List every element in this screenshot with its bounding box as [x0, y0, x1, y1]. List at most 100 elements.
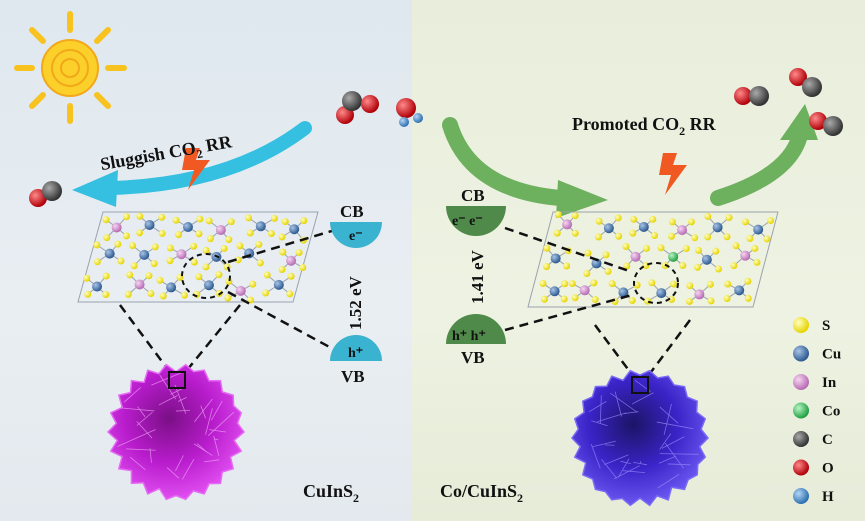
sulfur-atom [84, 290, 92, 298]
sulfur-atom [300, 217, 308, 225]
unit-cell-outline [77, 211, 319, 303]
copper-atom [139, 249, 150, 260]
sulfur-atom [693, 263, 701, 271]
indium-atom [677, 225, 688, 236]
sulfur-atom [668, 296, 676, 304]
promoted-arrow-in [442, 117, 568, 206]
indium-atom [562, 219, 573, 230]
facet-line [200, 405, 207, 419]
cuins2-nanoparticle [106, 363, 246, 501]
copper-atom [712, 222, 723, 233]
sulfur-atom [83, 274, 91, 282]
sluggish-arrowhead [72, 170, 118, 207]
sulfur-atom [103, 234, 111, 242]
sulfur-atom [633, 281, 641, 289]
sulfur-atom [583, 269, 591, 277]
sulfur-atom [630, 215, 638, 223]
facet-line [614, 391, 622, 417]
legend-label: Cu [822, 347, 841, 363]
sulfur-atom [202, 263, 210, 271]
facet-line [657, 474, 680, 489]
facet-line [207, 411, 235, 436]
sulfur-atom [156, 276, 164, 284]
sulfur-atom [644, 297, 652, 305]
sulfur-atom [715, 265, 723, 273]
sulfur-atom [136, 212, 144, 220]
sulfur-atom [614, 214, 622, 222]
sulfur-atom [136, 229, 144, 237]
sulfur-atom [691, 234, 699, 242]
facet-line [639, 461, 642, 464]
facet-line [130, 457, 146, 471]
sulfur-atom [234, 256, 242, 264]
co2-molecule [336, 91, 379, 124]
facet-line [117, 429, 156, 447]
sulfur-atom [732, 242, 740, 250]
indium-atom [694, 289, 705, 300]
cobalt-atom [668, 251, 679, 262]
sulfur-atom [279, 248, 287, 256]
sulfur-atom [158, 213, 166, 221]
sulfur-atom [236, 242, 244, 250]
facet-line [194, 398, 213, 423]
oxygen-atom-icon [793, 459, 809, 476]
legend-label: Co [822, 404, 840, 420]
sulfur-atom [628, 296, 636, 304]
sulfur-atom [190, 242, 198, 250]
copper-atom [203, 280, 214, 291]
copper-atom [734, 285, 745, 296]
right-vb-charge: h⁺ h⁺ [452, 329, 486, 344]
lattice-atoms [83, 212, 308, 304]
sulfur-atom [205, 217, 213, 225]
facet-line [125, 448, 156, 451]
copper-atom [753, 224, 764, 235]
sulfur-atom [584, 249, 592, 257]
co-molecule [734, 86, 769, 106]
facet-line [623, 411, 639, 414]
co-cuins2-nanoparticle [571, 369, 709, 507]
sulfur-atom [602, 251, 610, 259]
facet-line [661, 436, 685, 449]
sulfur-atom [594, 233, 602, 241]
facet-line [590, 444, 601, 469]
indium-atom [630, 251, 641, 262]
sulfur-atom [224, 294, 232, 302]
sulfur-atom [704, 212, 712, 220]
sulfur-atom [245, 214, 253, 222]
copper-atom-icon [793, 345, 809, 362]
unit-cell-outline [527, 211, 779, 308]
facet-line [610, 392, 638, 413]
sulfur-atom [151, 243, 159, 251]
sulfur-atom [150, 260, 158, 268]
legend-label: H [822, 489, 834, 505]
sulfur-atom [751, 244, 759, 252]
facet-line [137, 406, 146, 417]
sulfur-atom [563, 262, 571, 270]
sulfur-atom [767, 217, 775, 225]
facet-line [205, 408, 213, 435]
indium-atom [215, 225, 226, 236]
facet-line [209, 429, 227, 433]
facet-line [178, 396, 187, 402]
sulfur-atom [202, 246, 210, 254]
facet-line [659, 433, 672, 450]
conduction-band-semicircle [446, 206, 506, 236]
sulfur-atom [249, 280, 257, 288]
sulfur-atom [561, 280, 569, 288]
facet-line [181, 458, 195, 480]
legend-label: In [822, 375, 837, 391]
sulfur-atom [278, 265, 286, 273]
right-cb-charge: e⁻ e⁻ [452, 214, 483, 229]
sulfur-atom [102, 216, 110, 224]
sulfur-atom [687, 218, 695, 226]
sulfur-atom [707, 297, 715, 305]
sulfur-atom [571, 229, 579, 237]
left-material-name: CuInS2 [303, 481, 359, 505]
left-band-gap: 1.52 eV [346, 275, 365, 330]
sulfur-atom [145, 272, 153, 280]
facet-line [159, 374, 177, 400]
co-molecule [809, 112, 843, 136]
facet-line [667, 463, 691, 466]
facet-line [213, 435, 220, 456]
